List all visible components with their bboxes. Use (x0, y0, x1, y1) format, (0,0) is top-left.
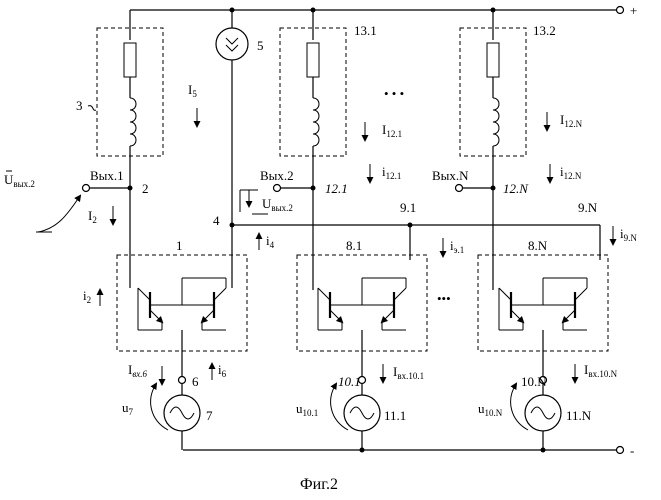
i-vx10-N: Iвх.10.N (584, 362, 618, 379)
output-2-terminal (274, 185, 281, 192)
I12-1: I12.1 (382, 122, 402, 139)
positive-label: + (630, 3, 637, 18)
resistor-13-2 (487, 43, 499, 77)
i-vx6: Iвх.6 (128, 362, 147, 379)
label-13-1: 13.1 (354, 23, 377, 38)
i-e1: iэ.1 (450, 238, 464, 255)
i2-upper: I2 (88, 208, 97, 225)
label-outN: Вых.N (432, 168, 469, 183)
label-1: 1 (176, 238, 183, 253)
output-N-terminal (456, 185, 463, 192)
i-vx10-1: Iвх.10.1 (393, 364, 424, 381)
label-9-1: 9.1 (400, 200, 416, 215)
negative-terminal (617, 447, 624, 454)
u10-1: u10.1 (296, 401, 318, 418)
u-out2-mid: Uвых.2 (262, 196, 293, 213)
label-10-1: 10.1 (338, 374, 361, 389)
negative-label: - (630, 443, 634, 458)
label-6: 6 (192, 374, 199, 389)
label-9-N: 9.N (578, 200, 598, 215)
u10-N: u10.N (478, 401, 503, 418)
u7: u7 (122, 400, 134, 417)
label-out2: Вых.2 (260, 168, 294, 183)
i9-N: i9.N (620, 226, 637, 243)
resistor-3 (124, 43, 136, 77)
label-10-N: 10.N (521, 374, 547, 389)
positive-terminal (617, 7, 624, 14)
i4: i4 (266, 233, 275, 250)
output-1-terminal (83, 185, 90, 192)
label-11-N: 11.N (566, 408, 592, 423)
label-11-1: 11.1 (384, 408, 406, 423)
ellipsis-top: • • • (384, 86, 404, 101)
label-12-1: 12.1 (325, 181, 348, 196)
figure-caption: Фиг.2 (300, 476, 338, 493)
node-6-terminal (179, 377, 186, 384)
label-8-N: 8.N (528, 238, 548, 253)
resistor-13-1 (307, 43, 319, 77)
i5: I5 (188, 82, 197, 99)
label-4: 4 (213, 213, 220, 228)
label-13-2: 13.2 (533, 23, 556, 38)
label-out1: Вых.1 (90, 168, 124, 183)
i6: i6 (218, 362, 227, 379)
label-5: 5 (257, 38, 264, 53)
label-7: 7 (206, 408, 213, 423)
I12-N: I12.N (560, 112, 583, 129)
label-8-1: 8.1 (346, 238, 362, 253)
label-12-N: 12.N (503, 181, 529, 196)
u-out2-left: Uвых.2 (4, 172, 35, 189)
i12-N: i12.N (560, 164, 582, 181)
i12-1: i12.1 (382, 164, 401, 181)
label-3: 3 (76, 98, 83, 113)
label-2: 2 (142, 181, 149, 196)
i2-lower: i2 (83, 288, 91, 305)
ellipsis-mid: ••• (437, 291, 451, 306)
